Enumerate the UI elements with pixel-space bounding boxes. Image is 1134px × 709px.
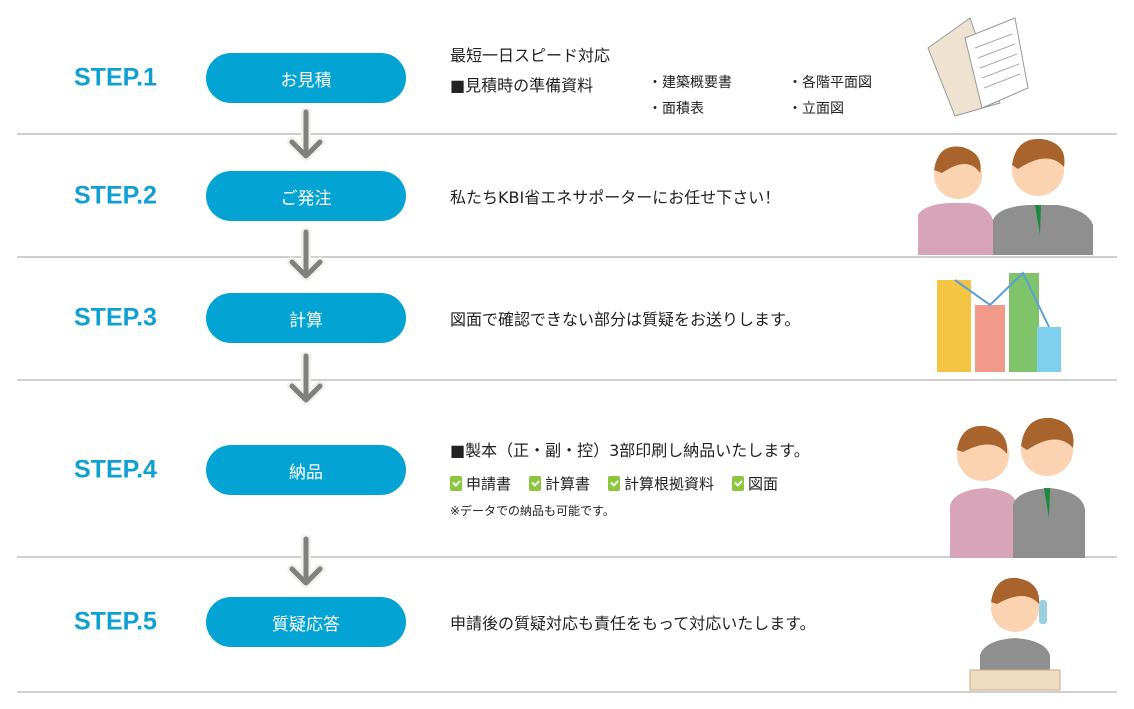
step-5-text: 申請後の質疑対応も責任をもって対応いたします。: [450, 614, 816, 633]
step-4-text: ■製本（正・副・控）3部印刷し納品いたします。: [450, 441, 810, 460]
phone-staff-illustration: [969, 577, 1061, 691]
prep-item: ・立面図: [788, 101, 844, 117]
check-item: 計算根拠資料: [608, 473, 714, 494]
staff-illustration: [918, 138, 1093, 255]
check-icon: [732, 476, 745, 491]
prep-item: ・各階平面図: [788, 75, 872, 91]
bowing-staff-illustration: [950, 417, 1085, 558]
step-2-text: 私たちKBI省エネサポーターにお任せ下さい！: [450, 188, 781, 207]
order-button[interactable]: ご発注: [206, 171, 406, 221]
step-1-label: STEP.1: [74, 63, 157, 92]
prep-item: ・面積表: [648, 101, 704, 117]
arrow-down-icon: [287, 535, 325, 588]
prep-item: ・建築概要書: [648, 75, 732, 91]
divider: [17, 133, 1117, 135]
delivery-button[interactable]: 納品: [206, 445, 406, 495]
check-icon: [608, 476, 621, 491]
step-5-label: STEP.5: [74, 607, 157, 636]
arrow-down-icon: [287, 228, 325, 281]
calculation-button[interactable]: 計算: [206, 293, 406, 343]
arrow-down-icon: [287, 352, 325, 405]
step-2-label: STEP.2: [74, 181, 157, 210]
divider: [17, 256, 1117, 258]
step-4-note: ※データでの納品も可能です。: [450, 504, 615, 518]
step-1-headline: 最短一日スピード対応: [450, 46, 611, 65]
step-3-label: STEP.3: [74, 303, 157, 332]
check-item: 申請書: [450, 473, 511, 494]
divider: [17, 691, 1117, 693]
check-item: 計算書: [529, 473, 590, 494]
check-item: 図面: [732, 473, 778, 494]
bar-chart-illustration: [937, 271, 1061, 372]
documents-illustration: [927, 17, 1029, 117]
prep-title: ■見積時の準備資料: [450, 76, 594, 95]
divider: [17, 556, 1117, 558]
step-1-details: 最短一日スピード対応 ■見積時の準備資料 ・建築概要書 ・各階平面図 ・面積表 …: [450, 42, 908, 118]
divider: [17, 379, 1117, 381]
qa-button[interactable]: 質疑応答: [206, 597, 406, 647]
step-4-details: ■製本（正・副・控）3部印刷し納品いたします。 申請書 計算書 計算根拠資料 図…: [450, 437, 810, 519]
step-4-label: STEP.4: [74, 455, 157, 484]
step-3-text: 図面で確認できない部分は質疑をお送りします。: [450, 310, 801, 329]
arrow-down-icon: [287, 108, 325, 161]
estimate-button[interactable]: お見積: [206, 53, 406, 103]
check-icon: [529, 476, 542, 491]
check-icon: [450, 476, 462, 491]
